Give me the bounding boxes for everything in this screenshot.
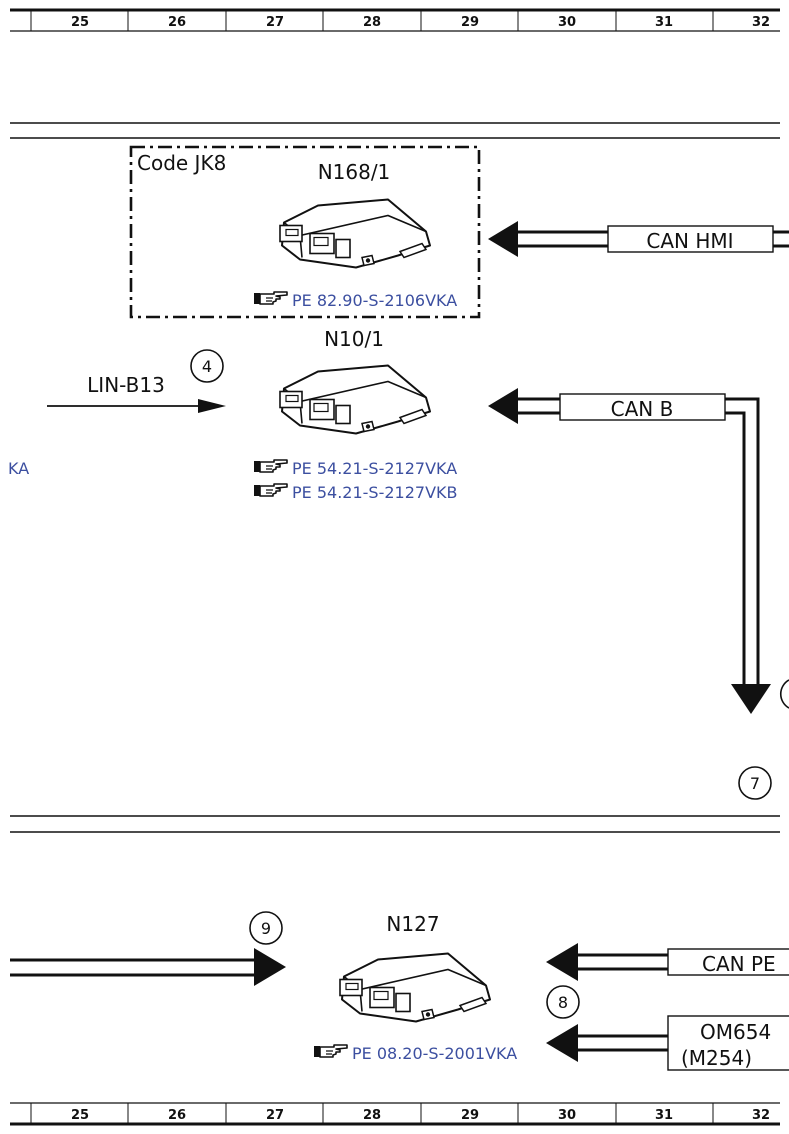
bus-label-can-hmi: CAN HMI bbox=[646, 229, 733, 253]
section-divider-top bbox=[10, 122, 780, 139]
grid-col-bottom: 32 bbox=[752, 1108, 770, 1123]
grid-col-top: 32 bbox=[752, 15, 770, 30]
bus-label-can-pe: CAN PE bbox=[702, 952, 776, 976]
component-name-n10-1: N10/1 bbox=[324, 327, 384, 351]
grid-col-top: 25 bbox=[71, 15, 89, 30]
grid-col-top: 28 bbox=[363, 15, 381, 30]
engine-label-line2: (M254) bbox=[681, 1046, 752, 1070]
grid-col-top: 30 bbox=[558, 15, 576, 30]
component-name-n168-1: N168/1 bbox=[318, 160, 391, 184]
can-b-connection bbox=[488, 388, 789, 714]
bus-label-lin: LIN-B13 bbox=[87, 373, 165, 397]
grid-col-top: 29 bbox=[461, 15, 479, 30]
marker-7: 7 bbox=[738, 766, 772, 800]
grid-col-bottom: 30 bbox=[558, 1108, 576, 1123]
reference-link-n10-1-a[interactable]: PE 54.21-S-2127VKA bbox=[292, 459, 457, 478]
reference-hand-icon bbox=[314, 1044, 348, 1058]
control-unit-icon bbox=[278, 364, 432, 435]
can-pe-connection bbox=[546, 943, 789, 981]
grid-header-bottom: 25 26 27 28 29 30 31 32 bbox=[10, 1102, 780, 1126]
reference-link-n127[interactable]: PE 08.20-S-2001VKA bbox=[352, 1044, 517, 1063]
grid-col-bottom: 26 bbox=[168, 1108, 186, 1123]
option-code-label: Code JK8 bbox=[137, 151, 226, 175]
component-name-n127: N127 bbox=[386, 912, 439, 936]
grid-col-bottom: 29 bbox=[461, 1108, 479, 1123]
marker-9: 9 bbox=[249, 911, 283, 945]
grid-col-top: 27 bbox=[266, 15, 284, 30]
control-unit-icon bbox=[338, 952, 492, 1023]
control-unit-icon bbox=[278, 198, 432, 269]
grid-header-top: 25 26 27 28 29 30 31 32 bbox=[10, 8, 780, 32]
grid-col-top: 26 bbox=[168, 15, 186, 30]
grid-col-top: 31 bbox=[655, 15, 673, 30]
svg-text:7: 7 bbox=[750, 774, 760, 793]
engine-connection bbox=[546, 1015, 789, 1071]
reference-link-n168-1[interactable]: PE 82.90-S-2106VKA bbox=[292, 291, 457, 310]
reference-link-fragment[interactable]: KA bbox=[8, 459, 29, 478]
engine-label-line1: OM654 bbox=[700, 1020, 771, 1044]
reference-link-n10-1-b[interactable]: PE 54.21-S-2127VKB bbox=[292, 483, 457, 502]
marker-8: 8 bbox=[546, 985, 580, 1019]
svg-text:9: 9 bbox=[261, 919, 271, 938]
lin-connection bbox=[47, 399, 226, 413]
reference-hand-icon bbox=[254, 483, 288, 497]
reference-hand-icon bbox=[254, 291, 288, 305]
svg-text:4: 4 bbox=[202, 357, 212, 376]
can-hmi-connection bbox=[488, 221, 789, 257]
option-code-frame: Code JK8 bbox=[129, 145, 481, 319]
grid-col-bottom: 28 bbox=[363, 1108, 381, 1123]
incoming-connection bbox=[10, 948, 286, 986]
grid-col-bottom: 31 bbox=[655, 1108, 673, 1123]
svg-text:8: 8 bbox=[558, 993, 568, 1012]
reference-hand-icon bbox=[254, 459, 288, 473]
grid-col-bottom: 27 bbox=[266, 1108, 284, 1123]
bus-label-can-b: CAN B bbox=[611, 397, 674, 421]
grid-col-bottom: 25 bbox=[71, 1108, 89, 1123]
section-divider-bottom bbox=[10, 815, 780, 833]
marker-4: 4 bbox=[190, 349, 224, 383]
